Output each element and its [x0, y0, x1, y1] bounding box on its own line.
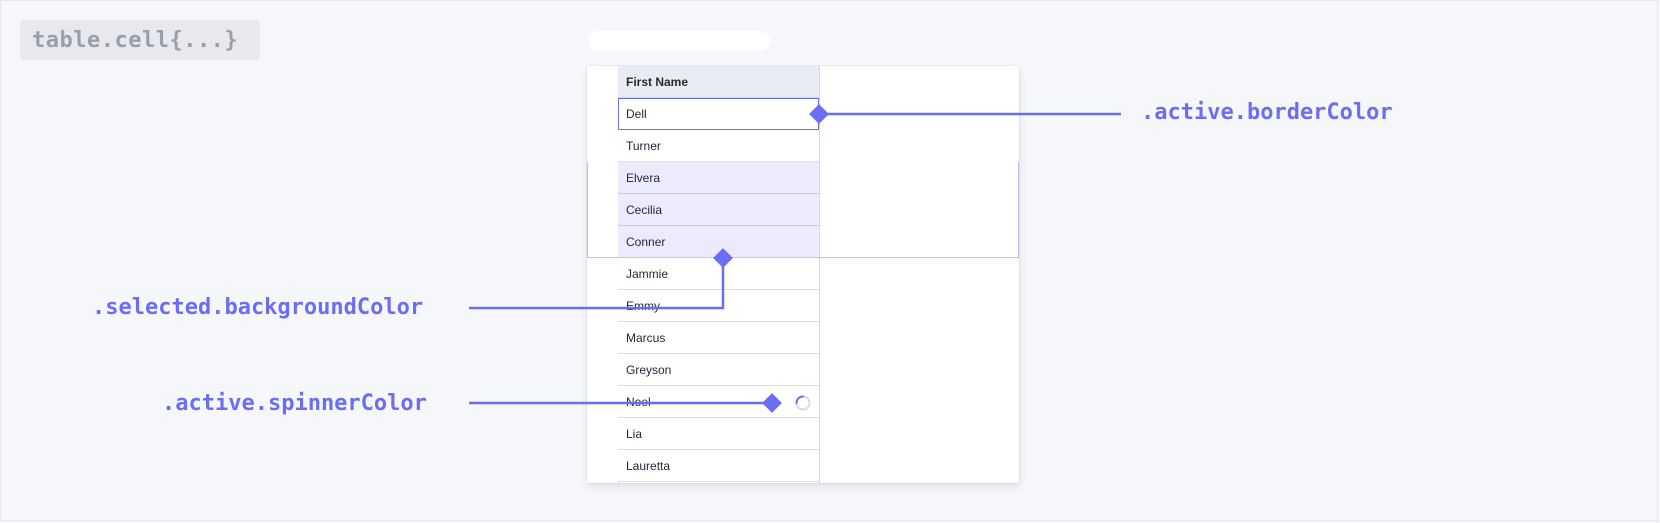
table-row[interactable]: Turner	[618, 130, 819, 162]
diamond-marker-icon	[809, 104, 829, 124]
cell-first-name: Lia	[626, 426, 643, 441]
diamond-marker-icon	[762, 393, 782, 413]
table-row[interactable]: Dell	[618, 98, 819, 130]
column-divider	[819, 66, 820, 483]
table-row[interactable]: Cecilia	[618, 194, 819, 226]
cell-first-name: Greyson	[626, 362, 672, 377]
table-row[interactable]: Marcus	[618, 322, 819, 354]
cell-first-name: Elvera	[626, 170, 661, 185]
annotation-spinner-color: .active.spinnerColor	[162, 391, 427, 416]
cell-first-name: Noel	[626, 394, 651, 409]
cell-first-name: Jammie	[626, 266, 669, 281]
annotation-active-border: .active.borderColor	[1141, 100, 1393, 125]
diamond-marker-icon	[713, 248, 733, 268]
column-header-first-name[interactable]: First Name	[618, 66, 819, 98]
table-row[interactable]: Lia	[618, 418, 819, 450]
table-row[interactable]: Emmy	[618, 290, 819, 322]
table-row[interactable]: Lauretta	[618, 450, 819, 482]
annotation-selected-background: .selected.backgroundColor	[92, 295, 424, 320]
search-field[interactable]	[588, 31, 770, 51]
callout-line-selected-background	[469, 258, 725, 310]
spinner-icon	[795, 395, 811, 411]
cell-first-name: Conner	[626, 234, 666, 249]
table-row[interactable]: Elvera	[618, 162, 819, 194]
cell-first-name: Cecilia	[626, 202, 663, 217]
code-tag: table.cell{...}	[20, 20, 260, 60]
cell-first-name: Marcus	[626, 330, 666, 345]
table-row[interactable]: Greyson	[618, 354, 819, 386]
cell-first-name: Lauretta	[626, 458, 671, 473]
cell-first-name: Turner	[626, 138, 661, 153]
cell-first-name: Dell	[626, 107, 647, 121]
